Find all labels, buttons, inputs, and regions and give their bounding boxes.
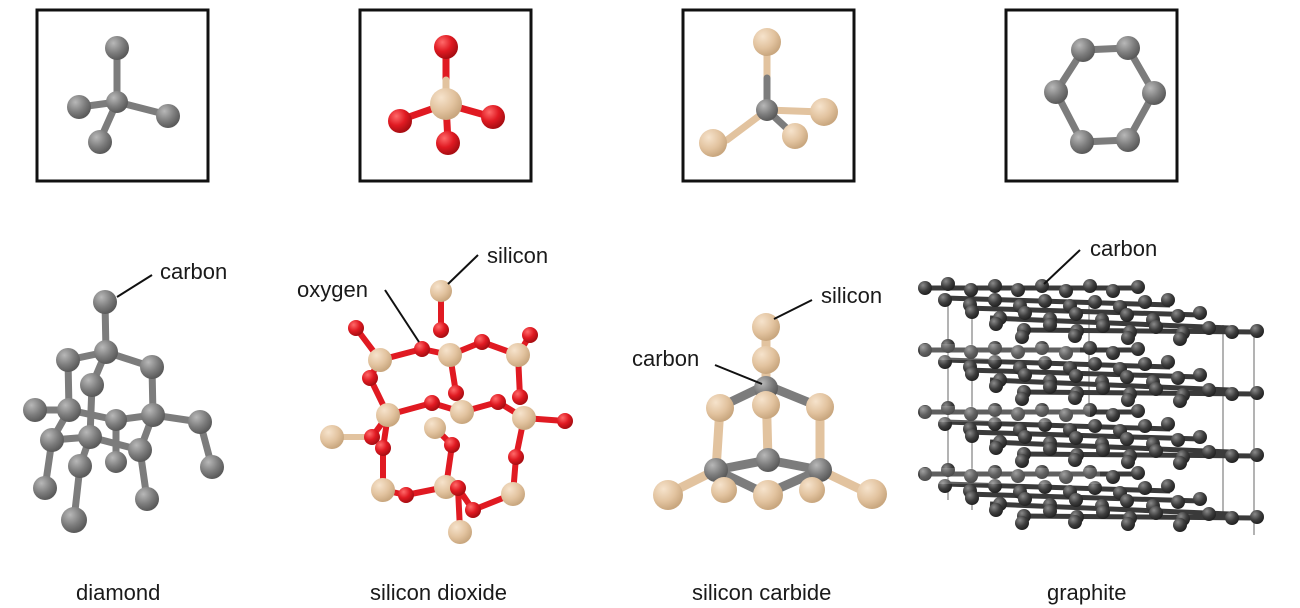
diamond-carbon-label: carbon xyxy=(160,259,227,284)
carbon-leader-line xyxy=(116,274,153,298)
sio2-silicon-label: silicon xyxy=(487,243,548,268)
silicon-carbide-structure: silicon carbon xyxy=(632,283,887,510)
graphite-structure: carbon xyxy=(918,236,1264,535)
graphite-unit-box xyxy=(1004,8,1179,183)
caption-diamond: diamond xyxy=(76,580,160,605)
graphite-layer xyxy=(918,277,1264,346)
caption-graphite: graphite xyxy=(1047,580,1127,605)
silicon-dioxide-unit-box xyxy=(358,8,533,183)
sic-silicon-leader-line xyxy=(773,299,813,320)
graphite-carbon-label: carbon xyxy=(1090,236,1157,261)
sio2-oxygen-label: oxygen xyxy=(297,277,368,302)
diamond-unit-box xyxy=(35,8,210,183)
sic-carbon-leader-line xyxy=(714,364,763,385)
graphite-carbon-leader-line xyxy=(1043,249,1081,285)
caption-silicon-carbide: silicon carbide xyxy=(692,580,831,605)
oxygen-leader-line xyxy=(384,289,420,343)
silicon-leader-line xyxy=(447,254,479,285)
silicon-dioxide-structure: oxygen silicon xyxy=(297,243,573,544)
silicon-carbide-unit-box xyxy=(681,8,856,183)
sic-silicon-label: silicon xyxy=(821,283,882,308)
sic-carbon-label: carbon xyxy=(632,346,699,371)
diamond-structure: carbon xyxy=(23,259,227,533)
caption-silicon-dioxide: silicon dioxide xyxy=(370,580,507,605)
